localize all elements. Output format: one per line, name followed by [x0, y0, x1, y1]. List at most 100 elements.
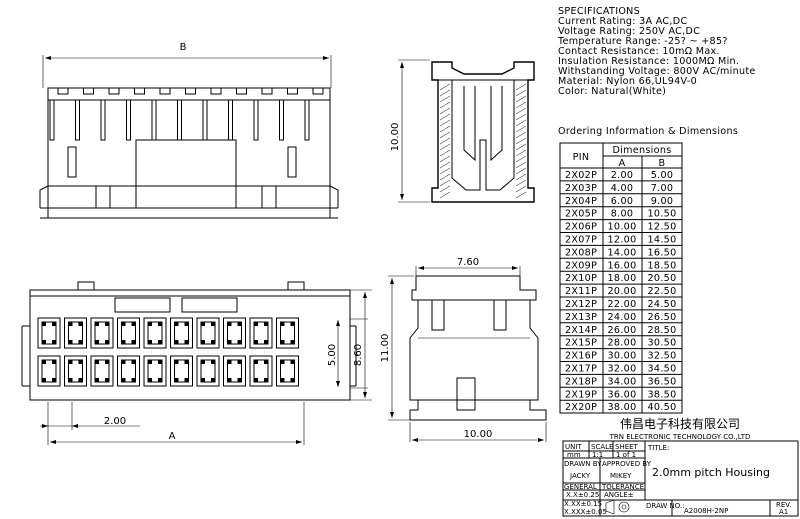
pin-cell: 2X08P [565, 247, 597, 258]
dim-a-cell: 14.00 [608, 247, 637, 258]
dim-a-cell: 18.00 [608, 273, 637, 284]
contact-cavity [37, 355, 61, 387]
latch-tab [261, 88, 273, 95]
pitch-dimension-label: 2.00 [104, 416, 126, 427]
latch-tab [134, 88, 145, 95]
table-row: 2X07P 12.00 14.50 [565, 235, 676, 246]
contact-cavity [143, 317, 167, 349]
latch-tab [159, 88, 171, 95]
dim-a-cell: 24.00 [608, 312, 637, 323]
approved-by-name: MIKEY [610, 472, 632, 480]
pin-cell: 2X19P [565, 389, 597, 400]
contact-cavity [37, 317, 61, 349]
unit-label: UNIT [565, 443, 582, 451]
dim-b-cell: 36.50 [648, 376, 677, 387]
dim-b-cell: 20.50 [648, 273, 677, 284]
contact-cavity [143, 355, 167, 387]
latch-tab [108, 88, 120, 95]
contact-cavity [64, 317, 87, 349]
col-a-header: A [619, 158, 626, 169]
specifications-title: SPECIFICATIONS [558, 6, 640, 17]
sheet-label: SHEET [615, 443, 639, 451]
latch-tab [236, 88, 247, 95]
contact-cavity [223, 355, 246, 387]
table-row: 2X04P 6.00 9.00 [565, 196, 673, 207]
latch-tab [185, 88, 196, 95]
title-block: 伟昌电子科技有限公司 TRN ELECTRONIC TECHNOLOGY CO.… [562, 417, 799, 517]
spec-line: Withstanding Voltage: 800V AC/minute [558, 66, 756, 77]
dim-b-cell: 5.00 [651, 170, 674, 181]
pin-cell: 2X07P [565, 235, 597, 246]
contact-cavity [276, 355, 299, 387]
pin-cell: 2X13P [565, 312, 597, 323]
latch-rib [49, 100, 55, 141]
spec-line: Voltage Rating: 250V AC,DC [558, 26, 700, 37]
latch-tab [210, 88, 222, 95]
dim-a-cell: 26.00 [608, 325, 637, 336]
plan-view: 2.00 A 5.00 8.60 [21, 281, 372, 445]
specifications-block: SPECIFICATIONS Current Rating: 3A AC,DC … [557, 6, 756, 97]
latch-rib [75, 100, 80, 141]
projection-symbol-icon [605, 499, 630, 515]
drawn-by-name: JACKY [569, 472, 591, 480]
approved-by-label: APPROVED BY [602, 460, 652, 468]
contact-cavity [90, 317, 114, 349]
end-width-top-label: 7.60 [457, 257, 479, 268]
end-width-label: 10.00 [464, 429, 493, 440]
side-section-view: 10.00 [390, 59, 535, 203]
contact-cavity [276, 317, 299, 349]
pin-cell: 2X03P [565, 183, 597, 194]
col-pin-header: PIN [573, 152, 590, 163]
table-frame [559, 142, 683, 414]
pin-cell: 2X11P [565, 286, 597, 297]
latch-rib [151, 100, 157, 141]
dim-b-cell: 9.00 [651, 196, 674, 207]
rev-label: REV. [776, 501, 791, 509]
contact-cavity [117, 317, 140, 349]
pin-cell: 2X16P [565, 351, 597, 362]
pin-cell: 2X06P [565, 222, 597, 233]
contact-cavity [64, 355, 87, 387]
latch-rib [100, 100, 106, 141]
contact-cavity [170, 355, 193, 387]
pin-cell: 2X09P [565, 260, 597, 271]
draw-no-label: DRAW NO.: [646, 502, 685, 510]
dim-b-cell: 30.50 [648, 338, 677, 349]
side-height-label: 10.00 [390, 123, 401, 152]
company-name-cn: 伟昌电子科技有限公司 [620, 417, 740, 431]
dim-b-cell: 14.50 [648, 235, 677, 246]
dim-b-cell: 28.50 [648, 325, 677, 336]
latch-rib [177, 100, 182, 141]
dim-a-cell: 6.00 [611, 196, 634, 207]
col-dimensions-header: Dimensions [613, 145, 672, 156]
dim-b-cell: 7.00 [651, 183, 674, 194]
pin-cell: 2X14P [565, 325, 597, 336]
dim-a-cell: 28.00 [608, 338, 637, 349]
company-name-en: TRN ELECTRONIC TECHNOLOGY CO.,LTD [609, 433, 751, 441]
latch-rib [279, 100, 284, 141]
dim-a-cell: 32.00 [608, 364, 637, 375]
contact-cavity [196, 317, 220, 349]
col-b-header: B [659, 158, 666, 169]
rev-value: A1 [779, 508, 788, 516]
spec-line: Current Rating: 3A AC,DC [558, 16, 687, 27]
latch-tab [312, 88, 324, 95]
general-label: GENERAL [564, 483, 597, 491]
end-height-label: 11.00 [380, 334, 391, 363]
contact-cavity [249, 355, 273, 387]
contact-cavity [249, 317, 273, 349]
dim-b-cell: 16.50 [648, 247, 677, 258]
title-label: TITLE: [647, 444, 669, 452]
pin-cell: 2X04P [565, 196, 597, 207]
dim-a-cell: 30.00 [608, 351, 637, 362]
dim-a-cell: 12.00 [608, 235, 637, 246]
